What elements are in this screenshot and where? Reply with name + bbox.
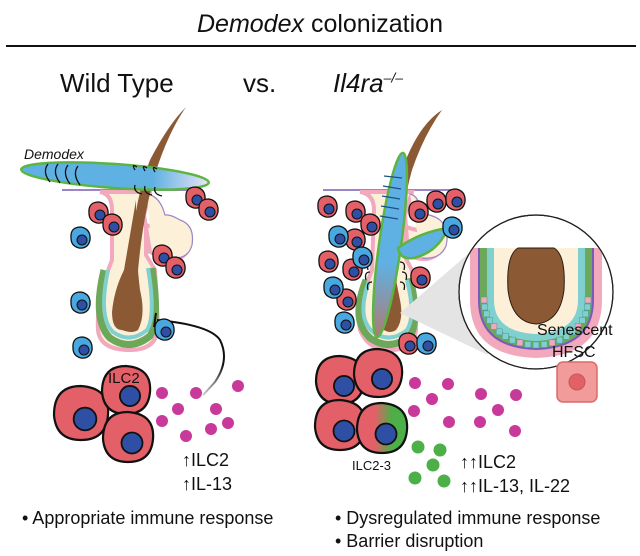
ko-il22-cytokines — [408, 440, 451, 488]
up-arrow-icon: ↑ — [182, 450, 191, 470]
wt-stat-il13-text: IL-13 — [191, 474, 233, 494]
double-up-arrow-icon: ↑↑ — [460, 452, 478, 472]
il13-cytokine — [426, 393, 438, 405]
ilc2-small-cell — [360, 213, 381, 236]
il13-cytokine — [509, 425, 521, 437]
il13-cytokine — [205, 423, 217, 435]
ko-ilc2-cluster — [313, 347, 409, 455]
il13-cytokine — [180, 430, 192, 442]
immune-cell — [72, 336, 93, 359]
ilc2-small-cell — [345, 200, 366, 223]
il13-cytokine — [442, 378, 454, 390]
ilc2-small-cell — [345, 228, 366, 251]
demodex-label: Demodex — [24, 146, 84, 162]
immune-cell — [352, 246, 373, 269]
ilc2-3-cell — [355, 401, 409, 455]
ko-small-immune-cells — [317, 188, 466, 355]
wt-il13-cytokines — [156, 380, 244, 442]
il22-cytokine — [426, 458, 440, 472]
il13-cytokine — [156, 387, 168, 399]
wt-stat-il13: ↑IL-13 — [182, 474, 232, 495]
immune-cell — [154, 318, 175, 341]
il13-cytokine — [443, 416, 455, 428]
ko-outcome-bullet-2: • Barrier disruption — [335, 531, 484, 551]
title-rest: colonization — [304, 10, 443, 38]
knockout-heading: Il4ra–/– — [333, 68, 403, 99]
ilc2-small-cell — [318, 250, 339, 273]
immune-cell — [442, 216, 463, 239]
ilc2-small-cell — [88, 201, 109, 224]
wt-demodex-mite — [19, 161, 211, 197]
ko-outcome-bullet-1: • Dysregulated immune response — [335, 508, 601, 528]
ko-stat-ilc2-text: ILC2 — [478, 452, 517, 472]
wt-stat-ilc2: ↑ILC2 — [182, 450, 229, 471]
ilc2-cell — [52, 384, 110, 442]
ilc2-small-cell — [317, 195, 338, 218]
ilc2-small-cell — [342, 258, 363, 281]
knockout-gene: Il4ra — [333, 68, 384, 98]
ko-stat-il13-il22: ↑↑IL-13, IL-22 — [460, 476, 570, 497]
ilc2-small-cell — [426, 190, 447, 213]
immune-cell — [416, 332, 437, 355]
immune-cell — [70, 291, 91, 314]
wt-small-immune-cells — [70, 186, 219, 359]
il13-cytokine — [510, 389, 522, 401]
il13-cytokine — [475, 388, 487, 400]
il13-cytokine — [190, 387, 202, 399]
ko-stat-il13-il22-text: IL-13, IL-22 — [478, 476, 571, 496]
immune-cell — [70, 226, 91, 249]
il13-cytokine — [156, 415, 168, 427]
senescent-hfsc-cell — [556, 361, 598, 403]
ko-il13-cytokines — [408, 377, 522, 437]
wt-stat-ilc2-text: ILC2 — [191, 450, 230, 470]
double-up-arrow-icon: ↑↑ — [460, 476, 478, 496]
immune-cell — [334, 311, 355, 334]
ilc2-cell — [352, 347, 404, 399]
ilc2-small-cell — [102, 213, 123, 236]
il13-cytokine — [172, 403, 184, 415]
ilc2-label: ILC2 — [108, 370, 140, 387]
wt-outcome-bullet: • Appropriate immune response — [22, 508, 274, 528]
il22-cytokine — [408, 471, 422, 485]
ilc2-small-cell — [408, 200, 429, 223]
wild-type-heading: Wild Type — [60, 68, 174, 98]
ilc2-small-cell — [165, 256, 186, 279]
up-arrow-icon: ↑ — [182, 474, 191, 494]
ilc2-3-label: ILC2-3 — [352, 458, 392, 473]
magnified-follicle-bulb — [458, 214, 614, 370]
ilc2-cell — [101, 410, 155, 464]
wt-hair-shaft — [128, 107, 186, 300]
il22-cytokine — [437, 474, 451, 488]
hfsc-label: HFSC — [552, 344, 596, 361]
wt-ilc2-cluster — [52, 364, 155, 464]
ko-stat-ilc2: ↑↑ILC2 — [460, 452, 516, 473]
il13-cytokine — [408, 405, 420, 417]
ilc2-cell — [100, 364, 152, 416]
il22-cytokine — [411, 440, 425, 454]
senescent-label: Senescent — [537, 322, 613, 339]
wt-inhibition-arc — [156, 319, 225, 396]
il13-cytokine — [492, 404, 504, 416]
figure-title: Demodex colonization — [0, 10, 640, 39]
il13-cytokine — [474, 416, 486, 428]
immune-cell — [323, 276, 344, 299]
immune-cell — [328, 225, 349, 248]
il13-cytokine — [210, 403, 222, 415]
ko-demodex-mite — [364, 151, 451, 339]
il13-cytokine — [409, 377, 421, 389]
ilc2-small-cell — [198, 198, 219, 221]
il22-cytokine — [433, 443, 447, 457]
ilc2-small-cell — [410, 266, 431, 289]
versus-label: vs. — [243, 68, 277, 98]
ilc2-small-cell — [445, 188, 466, 211]
title-italic: Demodex — [197, 10, 304, 38]
il13-cytokine — [232, 380, 244, 392]
ilc2-small-cell — [398, 332, 419, 355]
il13-cytokine — [222, 417, 234, 429]
title-divider — [6, 45, 636, 47]
knockout-superscript: –/– — [383, 69, 404, 86]
